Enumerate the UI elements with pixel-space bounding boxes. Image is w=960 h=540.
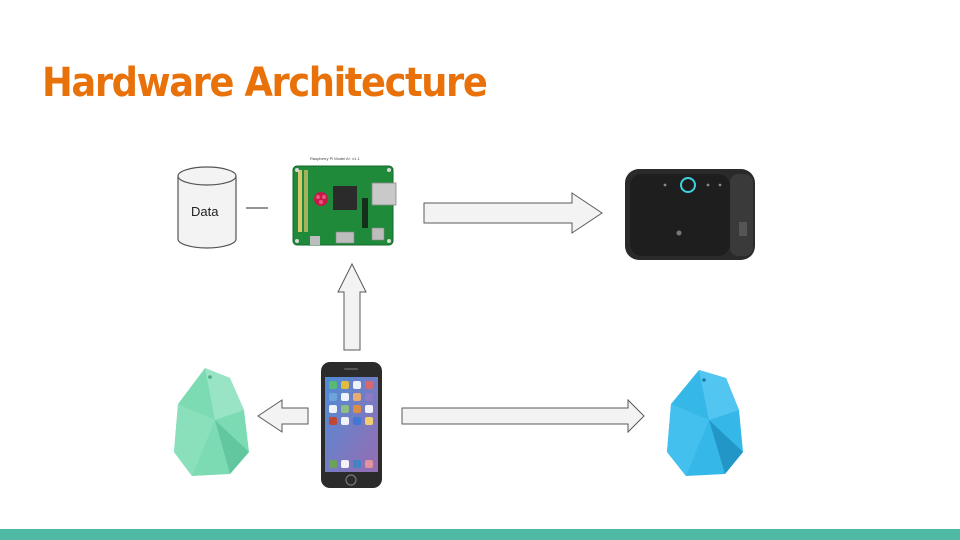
arrow-phone-to-pi — [337, 262, 367, 351]
beacon-green-icon — [174, 368, 249, 476]
arrow-phone-to-beacon-green — [257, 399, 309, 433]
database-label: Data — [191, 204, 219, 219]
bluetooth-speaker-icon — [625, 169, 755, 260]
bottom-accent-bar — [0, 529, 960, 540]
raspberry-pi-board-icon: Raspberry Pi Model A+ v1.1 — [292, 156, 397, 246]
iphone-icon — [321, 362, 382, 488]
arrow-pi-to-speaker — [423, 192, 603, 234]
arrow-phone-to-beacon-blue — [401, 398, 645, 434]
svg-text:Raspberry Pi Model A+ v1.1: Raspberry Pi Model A+ v1.1 — [310, 156, 360, 161]
database-cylinder-icon — [177, 166, 237, 249]
slide-title: Hardware Architecture — [42, 60, 488, 106]
beacon-blue-icon — [667, 370, 743, 476]
